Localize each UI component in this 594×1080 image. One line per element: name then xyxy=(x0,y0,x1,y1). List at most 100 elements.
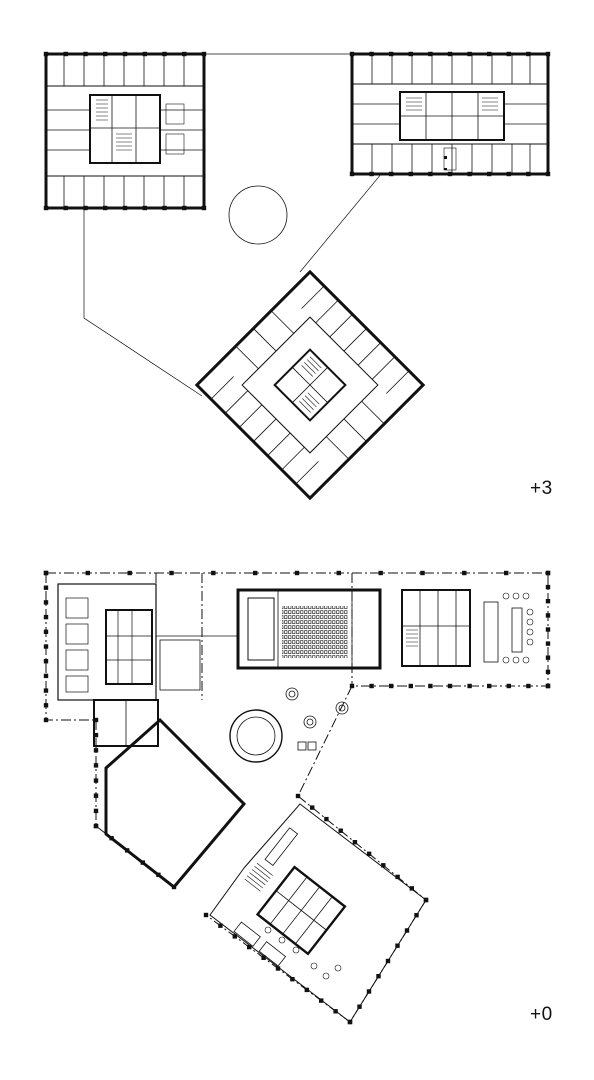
column xyxy=(247,944,252,950)
column xyxy=(428,683,433,689)
column xyxy=(63,51,68,57)
residential-block-b xyxy=(350,52,550,176)
column xyxy=(545,641,551,646)
column xyxy=(545,171,551,177)
left-wing xyxy=(57,583,201,747)
column xyxy=(142,51,147,57)
column xyxy=(366,851,372,856)
column xyxy=(487,171,492,177)
column xyxy=(261,955,266,960)
column xyxy=(43,614,49,620)
column xyxy=(201,51,207,57)
column xyxy=(506,683,511,689)
column xyxy=(389,683,394,689)
column xyxy=(506,171,511,177)
column xyxy=(545,613,551,618)
sports-hall xyxy=(104,717,247,890)
column xyxy=(467,51,472,57)
column xyxy=(378,570,383,576)
column xyxy=(385,958,391,964)
column xyxy=(349,683,355,689)
column xyxy=(125,848,130,853)
column xyxy=(389,171,394,177)
column xyxy=(63,205,68,211)
courtyard-circle xyxy=(228,185,288,245)
column xyxy=(467,683,472,689)
column xyxy=(127,570,132,576)
column xyxy=(428,51,433,57)
column xyxy=(122,205,128,211)
column xyxy=(93,808,99,814)
column xyxy=(43,659,49,664)
column xyxy=(506,51,511,57)
column xyxy=(526,171,531,177)
column xyxy=(43,51,49,57)
column xyxy=(462,570,467,576)
column xyxy=(83,205,88,211)
auditorium xyxy=(236,588,382,670)
column xyxy=(43,585,49,590)
column xyxy=(43,703,49,708)
column xyxy=(389,51,394,57)
column xyxy=(447,683,453,689)
column xyxy=(290,977,295,982)
column xyxy=(395,874,400,880)
column xyxy=(109,836,114,841)
column xyxy=(545,683,551,689)
column xyxy=(428,171,433,177)
column xyxy=(357,1004,362,1009)
column xyxy=(369,171,374,177)
column xyxy=(369,683,374,689)
site-outline xyxy=(83,208,203,397)
column xyxy=(409,886,414,891)
column xyxy=(352,840,358,845)
column xyxy=(253,570,258,576)
column xyxy=(93,717,99,723)
column xyxy=(43,644,49,649)
column xyxy=(487,683,492,689)
upper-level-plan xyxy=(44,52,550,501)
column xyxy=(319,998,324,1003)
ground-level-plan xyxy=(45,572,549,1023)
column xyxy=(169,570,174,576)
column xyxy=(310,805,315,810)
column xyxy=(43,570,49,576)
column xyxy=(43,205,49,211)
column xyxy=(43,600,49,605)
column xyxy=(349,51,355,57)
column xyxy=(333,1009,338,1014)
plaza xyxy=(156,635,349,763)
column xyxy=(420,570,425,576)
column xyxy=(275,966,281,971)
column xyxy=(142,205,147,211)
column xyxy=(526,51,531,57)
column xyxy=(366,989,372,994)
site-outline xyxy=(299,172,383,273)
column xyxy=(295,793,301,799)
column xyxy=(43,717,49,723)
column xyxy=(467,171,472,177)
column xyxy=(93,793,99,798)
column xyxy=(162,205,167,211)
column xyxy=(203,912,209,918)
column xyxy=(43,673,49,679)
column xyxy=(545,655,551,660)
column xyxy=(408,51,413,57)
column xyxy=(423,897,429,903)
column xyxy=(408,683,413,689)
ground-level-label: +0 xyxy=(530,1004,553,1025)
column xyxy=(93,748,99,753)
column xyxy=(504,570,509,576)
column xyxy=(182,205,187,211)
column xyxy=(414,913,419,918)
column xyxy=(122,51,128,57)
column xyxy=(218,923,223,928)
column xyxy=(211,570,216,576)
residential-block-a xyxy=(44,52,206,210)
column xyxy=(381,863,386,868)
column xyxy=(93,778,99,783)
column xyxy=(447,51,453,57)
column xyxy=(349,171,355,177)
column xyxy=(324,816,329,822)
